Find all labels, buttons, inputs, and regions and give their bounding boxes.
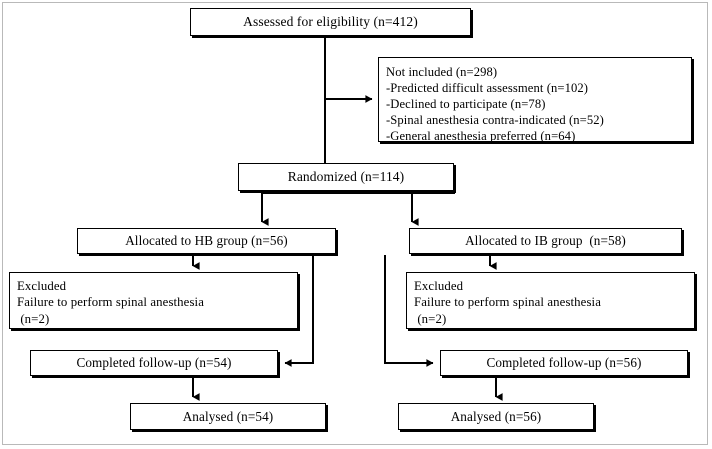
node-not-included-text: Not included (n=298) -Predicted difficul… [386,65,604,144]
node-excluded-ib-text: Excluded Failure to perform spinal anest… [414,279,601,326]
node-not-included: Not included (n=298) -Predicted difficul… [378,57,692,144]
node-completed-followup-hb-label: Completed follow-up (n=54) [76,355,232,370]
node-randomized: Randomized (n=114) [238,163,454,191]
node-analysed-hb: Analysed (n=54) [130,403,326,430]
node-allocated-hb-label: Allocated to HB group (n=56) [125,233,288,248]
node-completed-followup-ib-label: Completed follow-up (n=56) [486,355,642,370]
node-analysed-ib-label: Analysed (n=56) [450,408,542,424]
node-excluded-hb-text: Excluded Failure to perform spinal anest… [17,279,204,326]
node-completed-followup-ib: Completed follow-up (n=56) [440,350,688,376]
node-assessed-for-eligibility: Assessed for eligibility (n=412) [190,8,471,36]
edge-allocated-ib-to-followup-ib [384,255,434,367]
node-analysed-ib: Analysed (n=56) [398,403,594,430]
node-completed-followup-hb: Completed follow-up (n=54) [30,350,278,376]
node-analysed-hb-label: Analysed (n=54) [182,408,274,424]
node-excluded-ib: Excluded Failure to perform spinal anest… [406,272,695,329]
node-randomized-label: Randomized (n=114) [287,169,405,184]
node-allocated-ib-group: Allocated to IB group (n=58) [409,228,682,254]
node-allocated-ib-label: Allocated to IB group (n=58) [465,233,626,248]
edge-allocated-hb-to-followup-hb [284,255,314,367]
node-excluded-hb: Excluded Failure to perform spinal anest… [9,272,298,329]
node-assessed-label: Assessed for eligibility (n=412) [243,14,418,29]
node-allocated-hb-group: Allocated to HB group (n=56) [77,228,336,254]
